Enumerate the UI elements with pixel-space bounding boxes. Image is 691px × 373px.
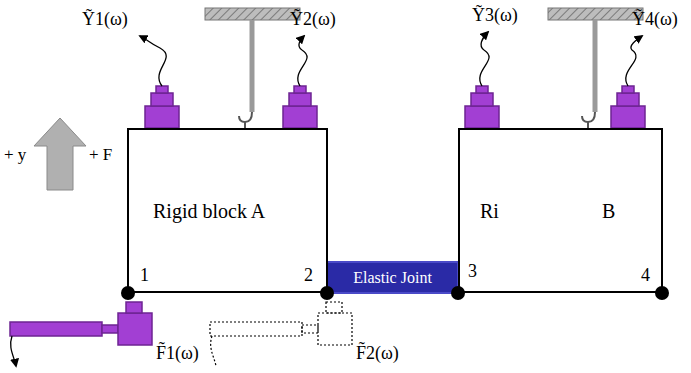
node-text: Elastic Joint — [353, 269, 432, 287]
axis-label: + F — [89, 146, 112, 165]
point-number: 4 — [641, 266, 650, 286]
force-label: F̃1(ω) — [156, 344, 199, 364]
hammer-cable — [11, 336, 16, 366]
impact-hammer — [10, 302, 152, 345]
suspension — [205, 8, 643, 128]
impact-hammer-alternate — [210, 302, 352, 366]
signal-label: Ỹ3(ω) — [472, 6, 518, 26]
point-number: 3 — [468, 262, 477, 282]
force-label: F̃2(ω) — [356, 344, 399, 364]
rigid-block: Ri B — [458, 128, 663, 293]
node-text: Rigid block A — [153, 200, 265, 222]
node-text: B — [602, 200, 615, 222]
corner-points — [121, 286, 669, 300]
rigid-block: Rigid block A — [127, 128, 328, 293]
node-text: Ri — [480, 200, 499, 222]
elastic-joint-fill — [327, 262, 458, 293]
point-number: 2 — [304, 266, 313, 286]
accelerometers — [145, 86, 645, 128]
axis-label: + y — [4, 146, 26, 165]
signal-cables — [140, 32, 642, 86]
signal-label: Ỹ2(ω) — [290, 10, 336, 30]
elastic-joint: Elastic Joint — [327, 262, 458, 293]
point-number: 1 — [140, 266, 149, 286]
signal-label: Ỹ1(ω) — [82, 10, 128, 30]
direction-arrow — [34, 118, 86, 190]
signal-label: Ỹ4(ω) — [632, 10, 678, 30]
